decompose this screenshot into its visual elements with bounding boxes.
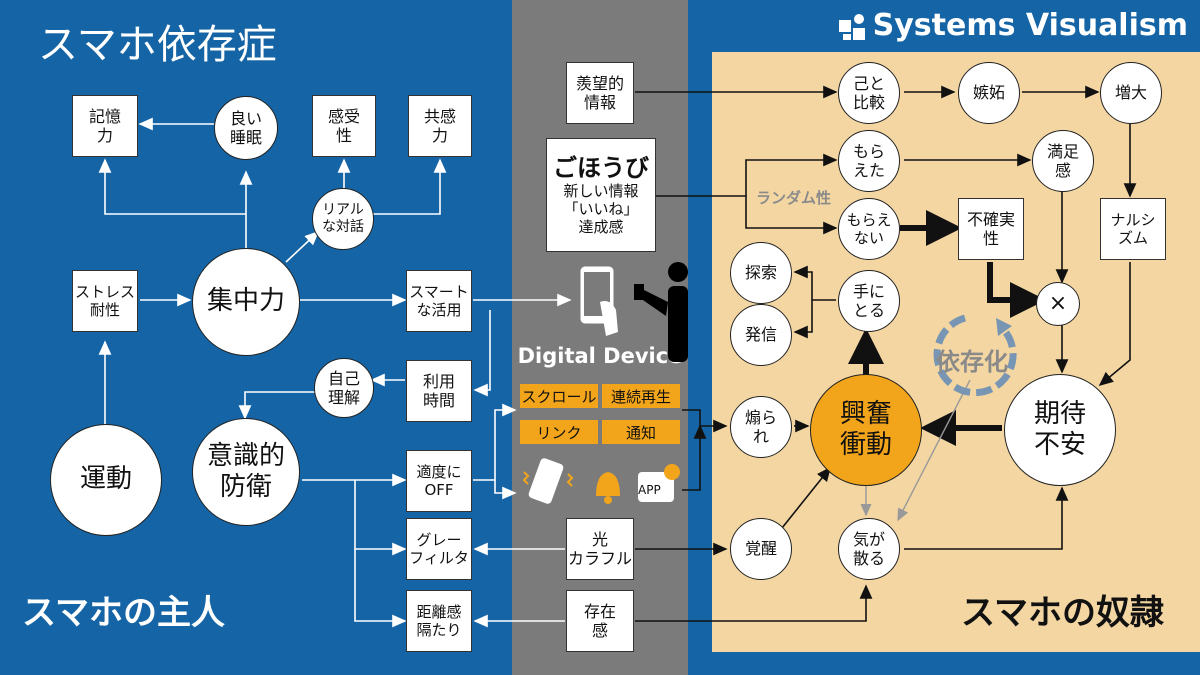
app-badge-label: APP [638, 483, 661, 497]
brand-logo-icon [838, 13, 865, 40]
node-impulse: 興奮 衝動 [810, 374, 922, 486]
node-distracted: 気が 散る [838, 518, 900, 580]
vibrating-phone-icon [522, 458, 574, 504]
node-smart-use: スマート な活用 [406, 270, 472, 332]
node-timely-off: 適度に OFF [406, 450, 472, 512]
arrow-defense-distance [354, 549, 407, 628]
arrow-arousal-impulse [781, 466, 831, 529]
arrow-self-defense [238, 391, 318, 420]
bell-icon [596, 472, 620, 504]
tag-notify: 通知 [602, 420, 680, 444]
node-distance: 距離感 隔たり [406, 590, 472, 652]
arrow-icons-incite [682, 424, 707, 491]
arrow-narcissism-anxiety [1098, 262, 1131, 387]
arrow-focus-realtalk [285, 230, 320, 263]
arrow-presence-distracted [635, 584, 873, 622]
reward-body: 新しい情報 「いいね」 達成感 [563, 182, 639, 237]
node-got: もら えた [838, 130, 900, 192]
page-title: スマホ依存症 [38, 22, 277, 68]
node-memory: 記憶 力 [72, 95, 138, 157]
node-post: 発信 [730, 304, 792, 366]
arrow-reward-notgot [745, 196, 838, 235]
node-empathy: 共感 力 [408, 95, 472, 157]
brand: Systems Visualism [838, 8, 1188, 43]
arrow-focus-memory [98, 158, 246, 215]
arrow-off-tags [473, 403, 517, 481]
node-jealousy: 嫉妬 [958, 62, 1020, 124]
node-not-got: もらえ ない [838, 198, 900, 260]
arrow-off-icons [494, 480, 517, 500]
node-explore: 探索 [730, 242, 792, 304]
master-label: スマホの主人 [22, 593, 225, 633]
node-pick-up: 手に とる [838, 270, 900, 332]
arrow-pickup-explore [793, 265, 836, 301]
node-anxiety: 期待 不安 [1004, 374, 1116, 486]
node-usage-time: 利用 時間 [406, 360, 472, 422]
node-incite: 煽ら れ [730, 396, 792, 458]
arrow-reward-got [656, 153, 838, 197]
node-sensitivity: 感受 性 [312, 95, 376, 157]
arrow-distracted-anxiety [904, 486, 1069, 550]
tag-link: リンク [520, 420, 598, 444]
node-sleep: 良い 睡眠 [214, 96, 278, 160]
arrow-pickup-post [793, 300, 813, 339]
node-real-talk: リアル な対話 [312, 188, 374, 250]
node-arousal: 覚醒 [730, 518, 792, 580]
node-reward: ごほうび 新しい情報 「いいね」 達成感 [546, 138, 656, 252]
node-light: 光 カラフル [566, 518, 634, 580]
node-compare: 己と 比較 [838, 62, 900, 124]
user-with-phone-icon [579, 262, 688, 362]
node-self-understanding: 自己 理解 [314, 358, 374, 418]
slave-label: スマホの奴隷 [961, 593, 1164, 633]
node-envy-info: 羨望的 情報 [566, 62, 634, 124]
arrow-tags-incite [682, 409, 728, 433]
node-satisfaction: 満足 感 [1032, 130, 1094, 192]
node-exercise: 運動 [50, 424, 162, 536]
app-icon [638, 464, 680, 502]
arrow-uncertainty-multiply [987, 262, 1046, 318]
arrow-device-usage [473, 310, 491, 397]
node-presence: 存在 感 [566, 590, 634, 652]
node-increase: 増大 [1100, 62, 1162, 124]
arrow-realtalk-empathy [370, 158, 447, 215]
tag-autoplay: 連続再生 [602, 384, 680, 408]
node-gray-filter: グレー フィルタ [406, 518, 472, 580]
cycle-icon [933, 314, 1017, 397]
cycle-arrowhead [996, 318, 1012, 336]
node-defense: 意識的 防衛 [192, 418, 300, 526]
arrow-defense-gray [354, 480, 407, 556]
node-focus: 集中力 [192, 248, 300, 356]
node-stress-tolerance: ストレス 耐性 [72, 270, 138, 332]
cycle-label: 依存化 [936, 348, 1008, 376]
arrow-anxiety-distracted [897, 379, 971, 522]
brand-name: Systems Visualism [872, 8, 1188, 43]
random-label: ランダム性 [756, 189, 832, 207]
node-uncertainty: 不確実 性 [958, 198, 1024, 260]
node-multiply: × [1036, 282, 1080, 326]
tag-scroll: スクロール [520, 384, 598, 408]
node-narcissism: ナルシ ズム [1100, 198, 1166, 260]
slave-panel [712, 52, 1200, 652]
device-label: Digital Device [517, 344, 683, 368]
reward-title: ごほうび [553, 153, 649, 182]
notification-icons [522, 458, 680, 504]
